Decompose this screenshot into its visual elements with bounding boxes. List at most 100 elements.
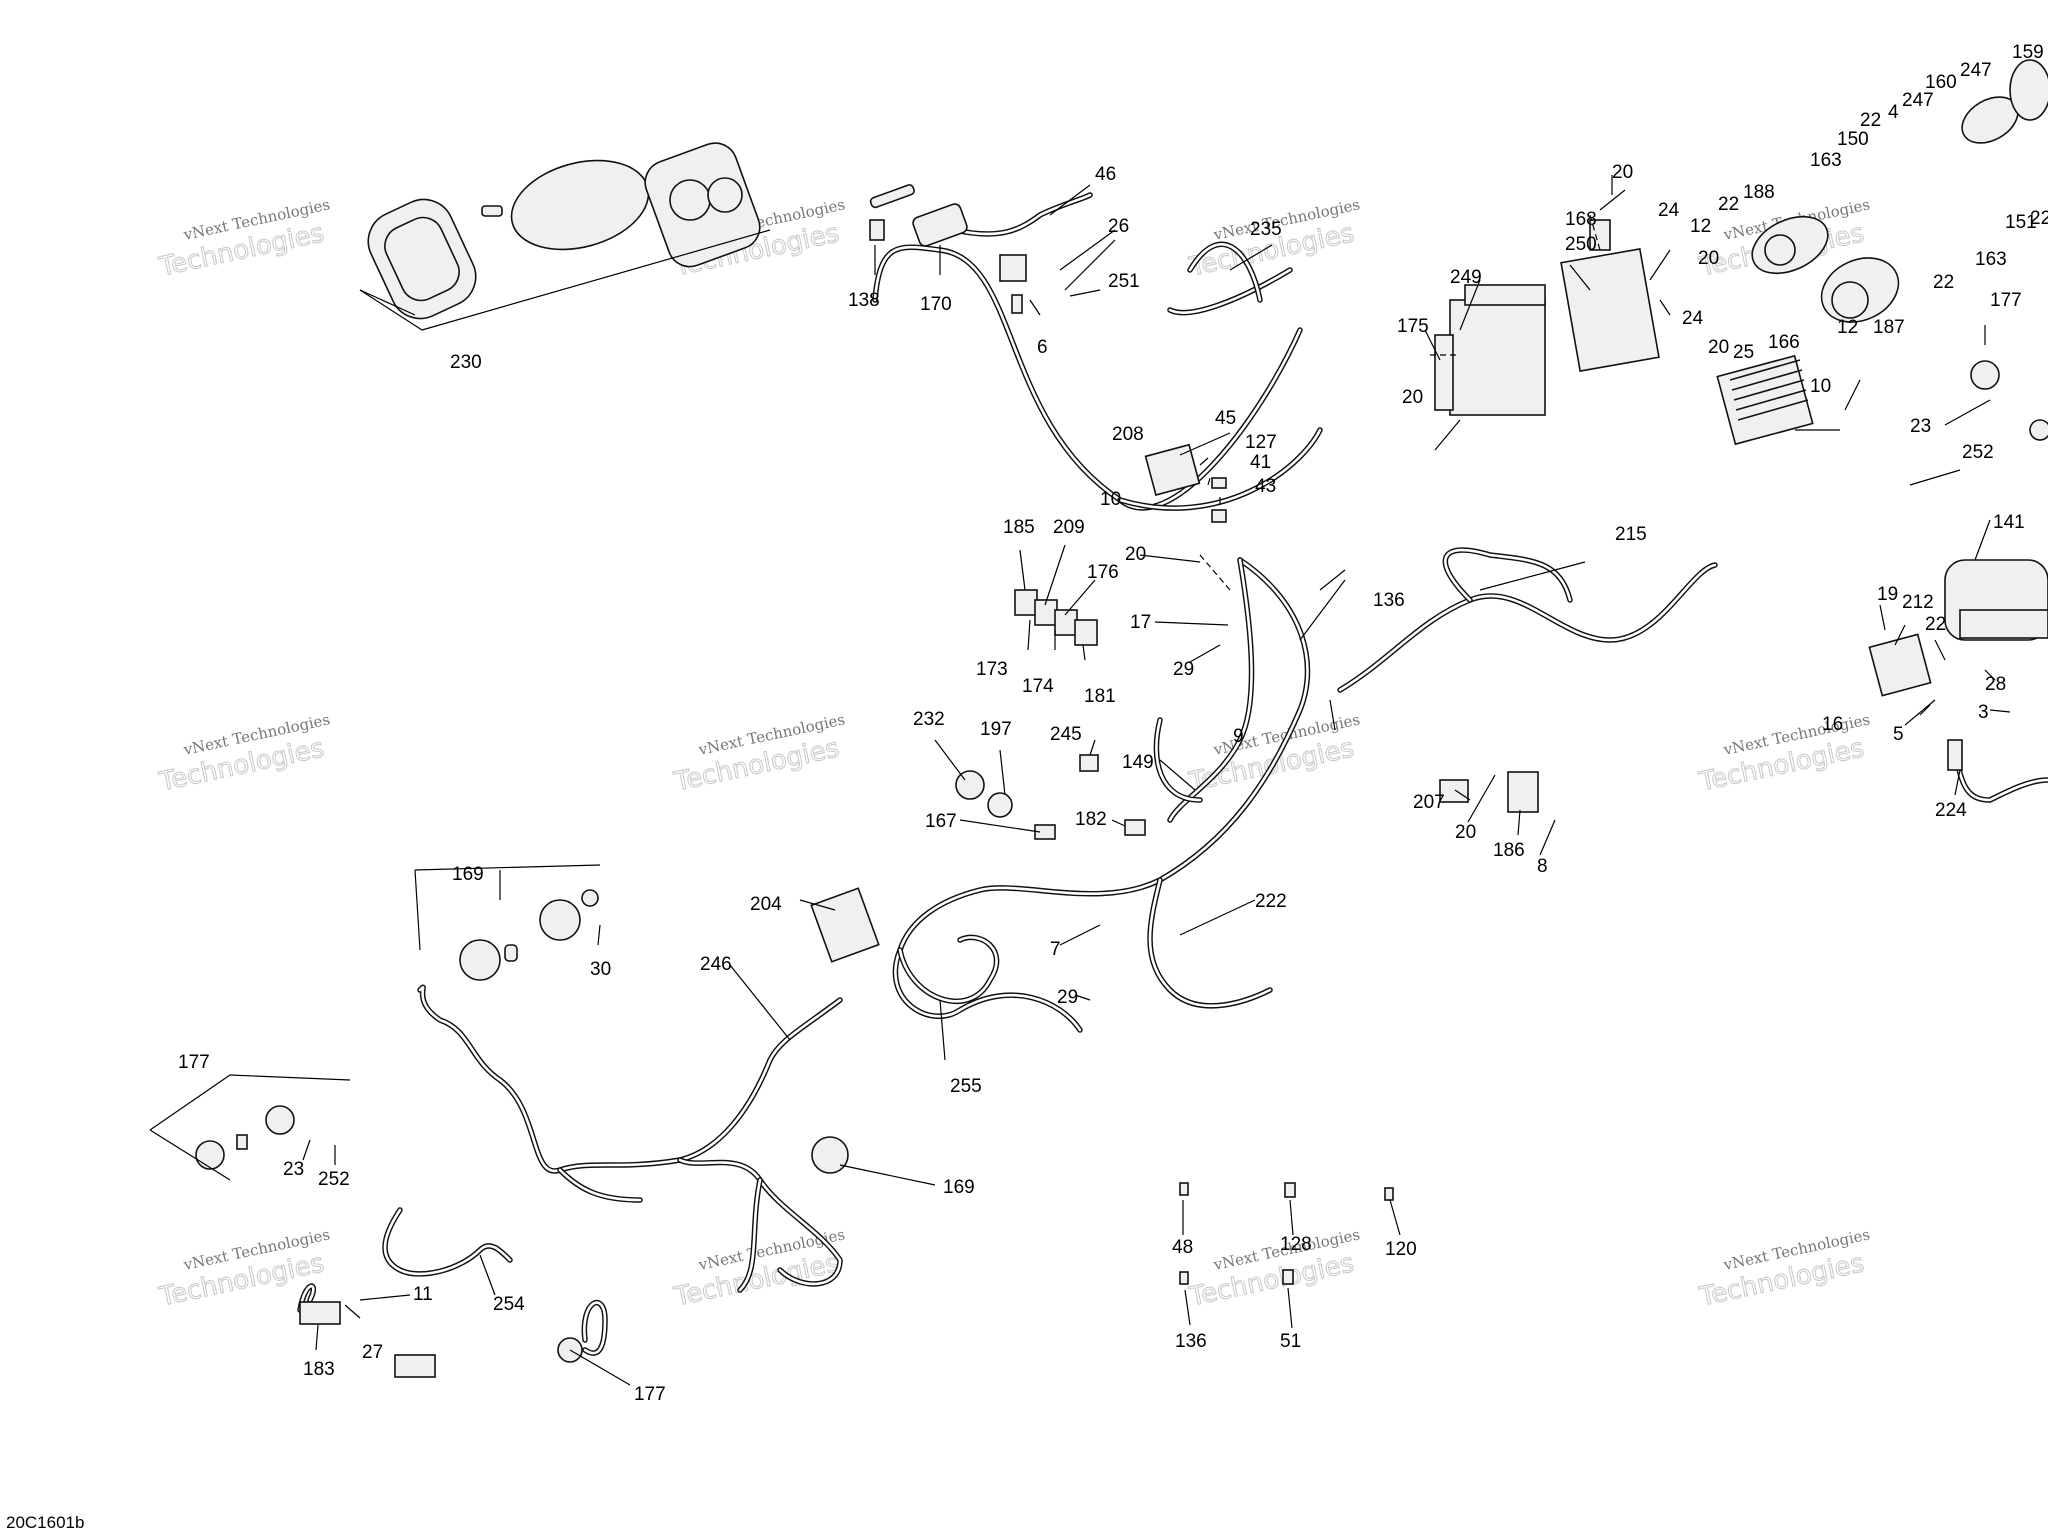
- connector: [1079, 754, 1099, 772]
- tail-light: [394, 1354, 436, 1378]
- leader-lines: [149, 175, 2011, 1386]
- callout-label: 163: [1810, 150, 1842, 171]
- callout-label: 20: [1455, 822, 1476, 843]
- battery-strap: [1434, 334, 1454, 411]
- callout-label: 204: [750, 894, 782, 915]
- connector: [1211, 477, 1227, 489]
- callout-label: 173: [976, 659, 1008, 680]
- callout-label: 208: [1112, 424, 1144, 445]
- callout-label: 136: [1175, 1331, 1207, 1352]
- clip: [1179, 1182, 1189, 1196]
- callout-label: 10: [1100, 489, 1121, 510]
- connector: [1011, 294, 1023, 314]
- callout-label: 24: [1658, 200, 1680, 221]
- lamp-housing: [1970, 360, 2000, 390]
- callout-label: 30: [590, 959, 611, 980]
- relay: [1074, 619, 1098, 646]
- callout-label: 43: [1255, 476, 1276, 497]
- callout-label: 159: [2012, 42, 2044, 63]
- callout-label: 181: [1084, 686, 1116, 707]
- callout-label: 251: [1108, 271, 1140, 292]
- callout-label: 3: [1978, 702, 1989, 723]
- callout-label: 12: [1690, 216, 1711, 237]
- relay-block: [999, 254, 1027, 282]
- callout-label: 48: [1172, 1237, 1193, 1258]
- callout-label: 186: [1493, 840, 1525, 861]
- callout-label: 167: [925, 811, 957, 832]
- callout-label: 41: [1250, 452, 1271, 473]
- callout-label: 160: [1925, 72, 1957, 93]
- callout-label: 197: [980, 719, 1012, 740]
- cluster-lens: [510, 159, 650, 251]
- winch-base: [1959, 609, 2048, 639]
- light-housing: [811, 1136, 849, 1174]
- callout-label: 20: [1708, 337, 1729, 358]
- socket: [955, 770, 985, 800]
- clip: [1282, 1269, 1294, 1285]
- callout-label: 247: [1960, 60, 1992, 81]
- callout-label: 150: [1837, 129, 1869, 150]
- callout-label: 247: [1902, 90, 1934, 111]
- callout-label: 182: [1075, 809, 1107, 830]
- callout-label: 170: [920, 294, 952, 315]
- callout-label: 22: [1933, 272, 1954, 293]
- callout-label: 20: [1402, 387, 1423, 408]
- callout-label: 25: [1733, 342, 1754, 363]
- callout-label: 16: [1822, 714, 1843, 735]
- callout-label: 17: [1130, 612, 1151, 633]
- bracket: [1144, 443, 1201, 496]
- switch: [1439, 779, 1469, 803]
- callout-label: 138: [848, 290, 880, 311]
- terminal: [1947, 739, 1963, 771]
- callout-label: 168: [1565, 209, 1597, 230]
- callout-label: 10: [1810, 376, 1831, 397]
- grommet: [581, 889, 599, 907]
- callout-label: 9: [1233, 726, 1244, 747]
- callout-label: 249: [1450, 267, 1482, 288]
- callout-label: 136: [1373, 590, 1405, 611]
- callout-label: 22: [2030, 208, 2048, 229]
- callout-label: 28: [1985, 674, 2006, 695]
- callout-label: 8: [1537, 856, 1548, 877]
- callout-label: 11: [413, 1284, 433, 1305]
- callout-label: 26: [1108, 216, 1129, 237]
- cluster-bolt: [481, 205, 503, 217]
- connector: [1124, 819, 1146, 836]
- switch-lever: [869, 184, 915, 209]
- callout-label: 252: [318, 1169, 350, 1190]
- callout-label: 177: [1990, 290, 2022, 311]
- callout-labels: 230 138 170 46 26 251 6 235 20 168 250 2…: [178, 42, 2048, 1405]
- callout-label: 175: [1397, 316, 1429, 337]
- callout-label: 166: [1768, 332, 1800, 353]
- callout-label: 185: [1003, 517, 1035, 538]
- callout-label: 246: [700, 954, 732, 975]
- tail-light: [299, 1301, 341, 1325]
- callout-label: 127: [1245, 432, 1277, 453]
- callout-label: 23: [1910, 416, 1931, 437]
- callout-label: 245: [1050, 724, 1082, 745]
- connector: [1211, 509, 1227, 523]
- callout-label: 29: [1057, 987, 1078, 1008]
- callout-label: 215: [1615, 524, 1647, 545]
- switch-clip: [869, 219, 885, 241]
- fog-light-lens: [1764, 234, 1796, 266]
- socket: [987, 792, 1013, 818]
- battery: [1449, 299, 1546, 416]
- callout-label: 120: [1385, 1239, 1417, 1260]
- voltage-regulator: [1716, 354, 1814, 446]
- callout-label: 24: [1682, 308, 1704, 329]
- wiring-harnesses: [297, 192, 2048, 1356]
- callout-label: 163: [1975, 249, 2007, 270]
- callout-label: 222: [1255, 891, 1287, 912]
- bulb: [504, 944, 518, 962]
- callout-label: 177: [634, 1384, 666, 1405]
- callout-label: 207: [1413, 792, 1445, 813]
- callout-label: 6: [1037, 337, 1048, 358]
- callout-label: 22: [1925, 614, 1946, 635]
- bracket: [1507, 771, 1539, 813]
- callout-label: 22: [1718, 194, 1739, 215]
- callout-label: 5: [1893, 724, 1904, 745]
- callout-label: 169: [943, 1177, 975, 1198]
- callout-label: 22: [1860, 110, 1881, 131]
- clip: [1179, 1271, 1189, 1285]
